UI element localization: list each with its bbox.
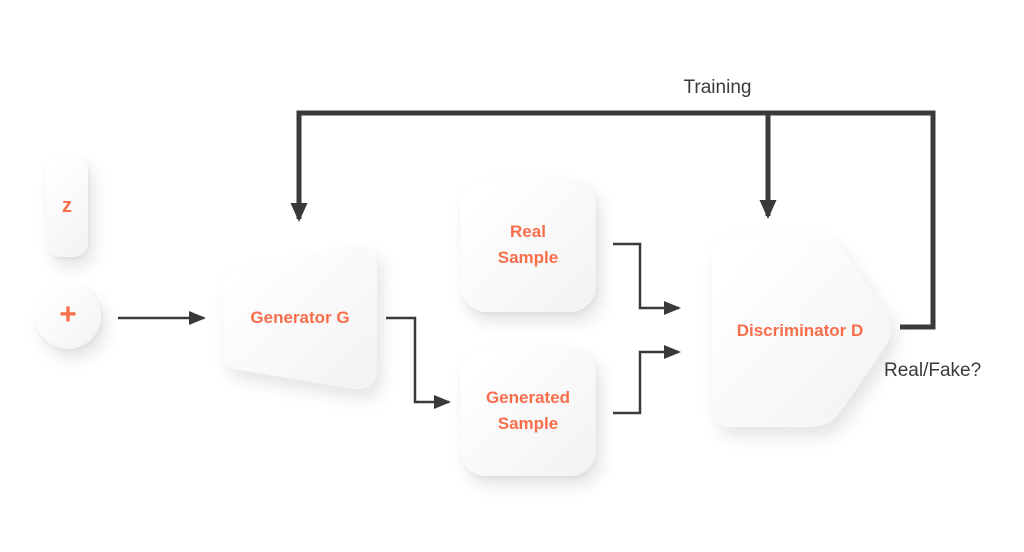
generated-sample-label: Generated Sample: [485, 388, 571, 433]
training-feedback-loop-to-generator: [290, 110, 936, 330]
node-z: z: [46, 155, 88, 257]
node-plus: +: [35, 283, 101, 349]
discriminator-label: Discriminator D: [736, 321, 864, 340]
generator-label: Generator G: [250, 308, 350, 327]
node-generated-sample: Generated Sample: [460, 346, 596, 476]
training-label: Training: [683, 77, 752, 98]
discriminator-shape: [712, 233, 892, 427]
node-real-sample: Real Sample: [460, 178, 596, 312]
plus-icon: +: [59, 297, 77, 331]
arrow-real-sample-to-discriminator: [613, 242, 681, 315]
arrow-generated-sample-to-discriminator: [613, 345, 681, 415]
arrow-generator-to-generated-sample: [386, 316, 451, 409]
node-z-label: z: [62, 194, 72, 217]
real-fake-output-label: Real/Fake?: [884, 360, 982, 381]
real-sample-label: Real Sample: [497, 222, 559, 267]
generator-shape: [223, 244, 377, 389]
